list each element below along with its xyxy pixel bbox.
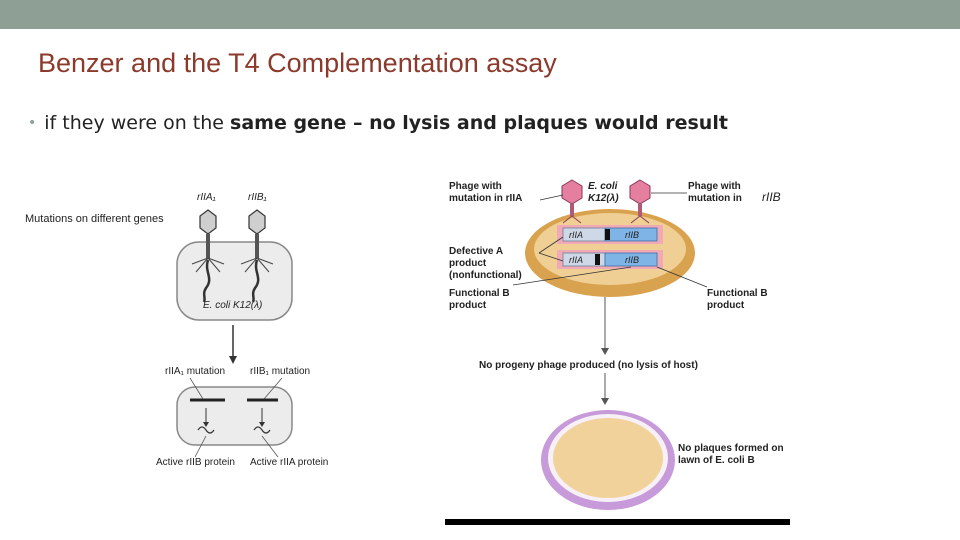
functional-left-label: Functional B product [449, 288, 510, 311]
cell-label: E. coli K12(λ) [203, 300, 263, 311]
phage-right-label: Phage with mutation in [688, 181, 742, 204]
phage-right-label: rIIB₁ [248, 192, 267, 203]
top-accent-bar [0, 0, 960, 29]
bottom-black-bar [445, 519, 790, 525]
phage-icon-right [629, 179, 651, 224]
left-figure-header: Mutations on different genes [25, 213, 164, 225]
gene-bottom-right: rIIB [625, 255, 640, 265]
no-plaques-label: No plaques formed on lawn of E. coli B [678, 443, 784, 466]
gene-top-left: rIIA [569, 230, 584, 240]
phage-left-icon [191, 209, 225, 303]
protein-left-label: Active rIIB protein [156, 457, 235, 468]
mutation-left-label: rIIA₁ mutation [165, 366, 226, 377]
functional-right-label: Functional B product [707, 288, 768, 311]
gene-top-right: rIIB [625, 230, 640, 240]
right-figure: Phage with mutation in rIIA E. coli K12(… [445, 175, 790, 520]
host-label: E. coli K12(λ) [588, 181, 619, 204]
bullet-icon: • [28, 115, 37, 131]
right-figure-graphic [512, 179, 708, 510]
bullet-text-bold: same gene – no lysis and plaques would r… [230, 112, 728, 134]
defective-label: Defective A product (nonfunctional) [449, 246, 522, 281]
petri-dish-icon [541, 410, 675, 510]
left-figure-graphic [176, 209, 293, 458]
bullet-text: if they were on the [44, 112, 231, 134]
slide-title: Benzer and the T4 Complementation assay [38, 48, 557, 78]
phage-icon-left [561, 179, 583, 224]
mutation-right-label: rIIB₁ mutation [250, 366, 311, 377]
no-progeny-label: No progeny phage produced (no lysis of h… [479, 360, 698, 371]
left-figure: Mutations on different genes rIIA₁ rIIB₁ [20, 180, 340, 480]
phage-right-icon [240, 209, 274, 303]
phage-left-label: rIIA₁ [197, 192, 216, 203]
protein-right-label: Active rIIA protein [250, 457, 329, 468]
bullet-point: • if they were on the same gene – no lysi… [28, 112, 728, 134]
phage-left-label: Phage with mutation in rIIA [449, 181, 523, 204]
gene-bottom-left: rIIA [569, 255, 584, 265]
overlay-label-riib: rIIB [762, 190, 781, 204]
